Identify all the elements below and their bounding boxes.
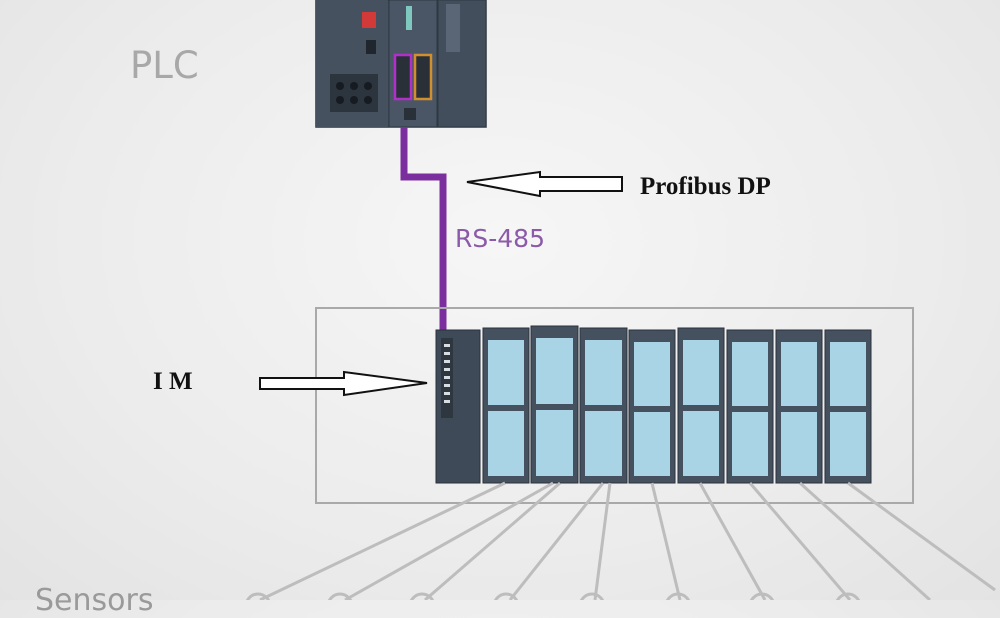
sensor-symbols xyxy=(245,592,861,600)
run-switch xyxy=(362,12,376,28)
io-module xyxy=(482,327,530,484)
sensor-wiring xyxy=(259,481,996,600)
io-module xyxy=(579,327,628,484)
bus-label: RS-485 xyxy=(455,224,545,253)
mpi-port xyxy=(413,53,433,101)
interface-module xyxy=(435,329,481,484)
profibus-cable xyxy=(400,127,447,330)
io-module xyxy=(824,329,872,484)
plc-device xyxy=(315,0,487,128)
dp-port xyxy=(393,53,413,101)
arrow-right-icon xyxy=(259,370,428,397)
io-module xyxy=(726,329,774,484)
io-module xyxy=(775,329,823,484)
protocol-label: Profibus DP xyxy=(640,173,771,200)
io-module xyxy=(677,327,725,484)
io-module xyxy=(628,329,676,484)
io-module xyxy=(530,325,579,484)
interface-module-label: I M xyxy=(153,368,193,395)
arrow-left-icon xyxy=(466,170,623,198)
remote-io-rack xyxy=(315,307,914,504)
sensors-label: Sensors xyxy=(35,583,154,618)
network-diagram xyxy=(245,0,996,600)
plc-label: PLC xyxy=(130,44,199,87)
